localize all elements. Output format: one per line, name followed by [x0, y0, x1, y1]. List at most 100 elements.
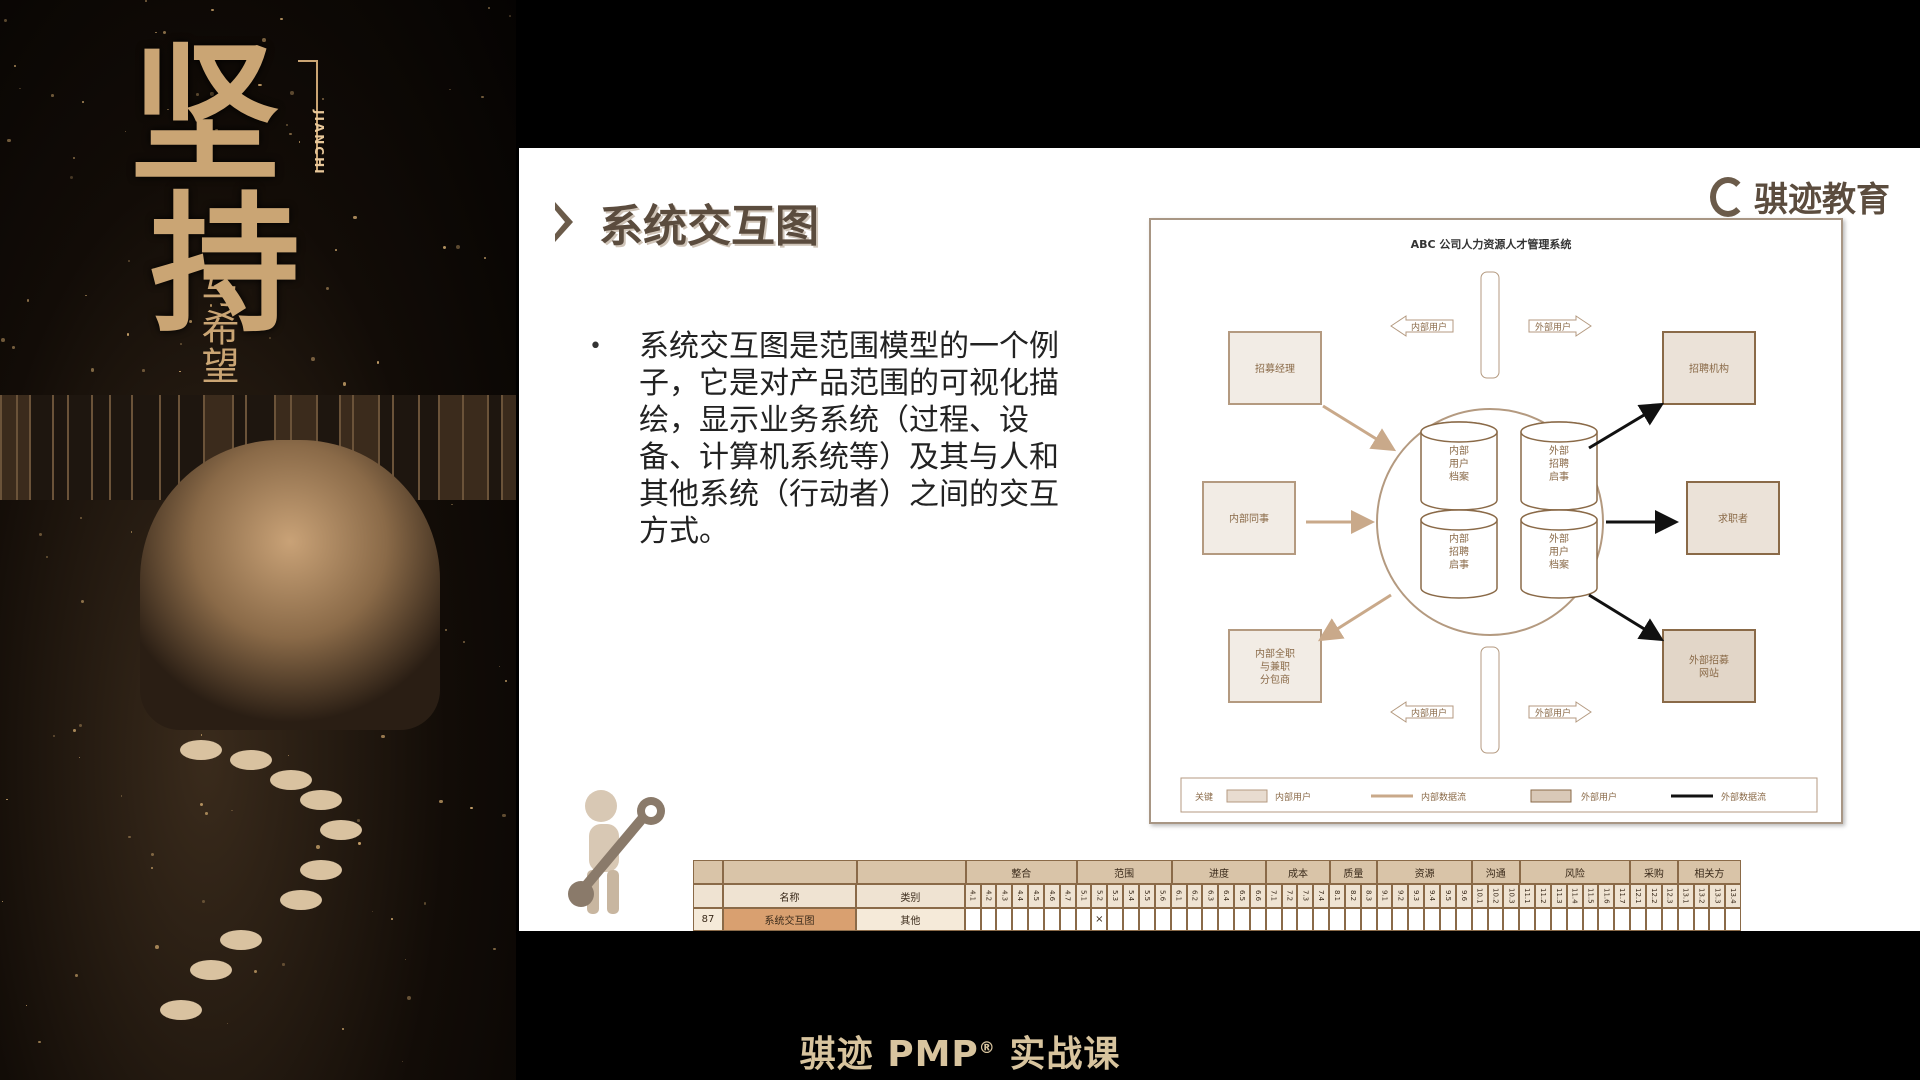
sparkle [289, 132, 292, 136]
sparkle [25, 1004, 28, 1007]
table-subcol-header: 4.3 [996, 884, 1013, 908]
flow-arrow [1317, 593, 1392, 642]
slide-title: 系统交互图 [599, 201, 819, 252]
sparkle [127, 259, 130, 262]
table-cell [1519, 908, 1536, 931]
table-subcol-header: 5.6 [1154, 884, 1171, 908]
sparkle [90, 368, 95, 372]
table-subcol-header: 7.3 [1297, 884, 1314, 908]
arrow-label: 内部用户 [1411, 707, 1447, 719]
database-label: 档案 [1449, 470, 1469, 483]
table-subcol-header: 11.5 [1582, 884, 1599, 908]
sparkle [150, 852, 154, 856]
table-subcol-header: 4.7 [1059, 884, 1076, 908]
sparkle [46, 555, 49, 559]
actor-box-label: 与兼职 [1260, 660, 1290, 673]
sparkle [204, 812, 208, 815]
footprint [190, 960, 232, 980]
legend-key: 关键 [1195, 791, 1213, 803]
sparkle [407, 995, 412, 1000]
sparkle [502, 813, 506, 818]
table-subcol-header: 6.5 [1234, 884, 1250, 908]
table-row-number: 87 [693, 908, 724, 931]
sparkle [335, 249, 337, 251]
sparkle [7, 139, 11, 143]
table-group-header: 成本 [1266, 860, 1330, 884]
database-label: 用户 [1449, 457, 1469, 470]
sparkle [404, 958, 406, 961]
sparkle [444, 628, 448, 631]
actor-box-label: 网站 [1699, 667, 1719, 680]
table-subcol-header: 9.4 [1424, 884, 1440, 908]
actor-box: 求职者 [1686, 481, 1780, 555]
table-subcol-header: 13.4 [1725, 884, 1742, 908]
footprint [160, 1000, 202, 1020]
legend-item: 外部用户 [1581, 791, 1617, 803]
table-cell [1725, 908, 1742, 931]
table-group-header: 范围 [1076, 860, 1172, 884]
table-subcol-header: 12.1 [1630, 884, 1646, 908]
table-subcol-header: 13.2 [1693, 884, 1710, 908]
book [418, 395, 438, 500]
sparkle [357, 819, 360, 822]
arrow-outer-top: 外部用户 [1528, 315, 1592, 337]
sparkle [423, 902, 427, 905]
table-cell [1107, 908, 1124, 931]
footprint [320, 820, 362, 840]
sparkle [250, 246, 255, 250]
sparkle [470, 806, 473, 809]
table-cell [1677, 908, 1694, 931]
arrow-label: 内部用户 [1411, 321, 1447, 333]
sparkle [224, 95, 228, 99]
actor-box: 招募经理 [1228, 331, 1322, 405]
table-cell [1170, 908, 1187, 931]
sparkle [381, 734, 385, 739]
table-cell [1028, 908, 1044, 931]
sparkle [401, 1060, 403, 1062]
actor-box-label: 内部同事 [1229, 512, 1269, 525]
table-subcol-header: 12.2 [1645, 884, 1662, 908]
sparkle [258, 84, 261, 87]
table-col-name: 名称 [723, 884, 857, 908]
table-row-type: 其他 [856, 908, 965, 931]
sparkle [120, 795, 123, 797]
table-subcol-header: 6.2 [1186, 884, 1203, 908]
presenter-figure [140, 440, 440, 730]
sparkle [214, 128, 218, 132]
pinyin-label: JIANCHI [312, 110, 326, 176]
table-cell [1313, 908, 1330, 931]
book [438, 395, 462, 500]
sparkle [85, 294, 87, 297]
table-subcol-header: 8.1 [1329, 884, 1345, 908]
database-label: 启事 [1549, 470, 1569, 483]
table-subcol-header: 8.3 [1360, 884, 1377, 908]
table-cell [1645, 908, 1662, 931]
calligraphy-char-1: 坚 [130, 27, 281, 203]
database-label: 招聘 [1549, 457, 1569, 470]
sparkle [167, 109, 169, 111]
book [131, 395, 159, 500]
diagram-canvas: ABC 公司人力资源人才管理系统 内部用户 外部用户 内部用户 外部用户 [1180, 237, 1818, 813]
sparkle [449, 88, 451, 90]
arrow-label: 外部用户 [1535, 321, 1571, 333]
sparkle [286, 123, 289, 127]
brand-logo: 骐迹教育 [1710, 172, 1890, 221]
table-group-header: 相关方 [1677, 860, 1741, 884]
arrow-inner-bottom: 内部用户 [1390, 701, 1454, 723]
table-subcol-header: 7.1 [1265, 884, 1282, 908]
table-subcol-header: 8.2 [1344, 884, 1361, 908]
sparkle [128, 836, 131, 839]
table-cell [1202, 908, 1219, 931]
sparkle [39, 533, 43, 537]
table-cell [1138, 908, 1155, 931]
sparkle [210, 92, 214, 96]
table-group-header: 进度 [1171, 860, 1267, 884]
sparkle [499, 666, 500, 668]
table-cell [1487, 908, 1504, 931]
sparkle [179, 371, 181, 373]
